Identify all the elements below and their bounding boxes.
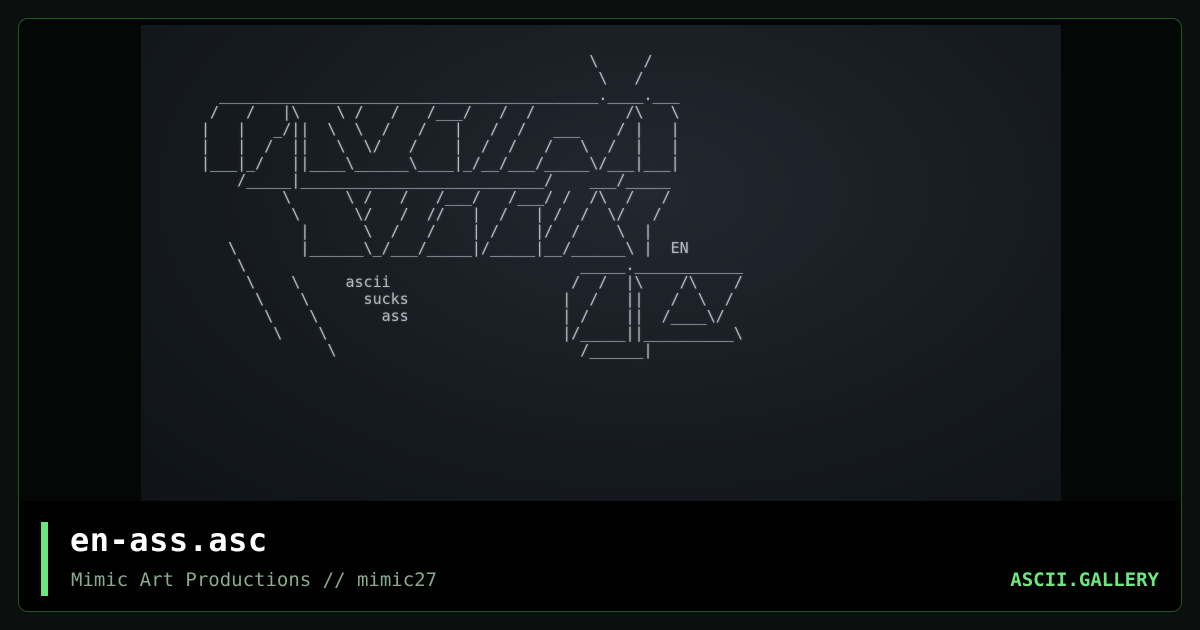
site-brand: ASCII.GALLERY <box>1010 569 1159 591</box>
ascii-art-preview: \ / \ / ________________________________… <box>141 25 1061 501</box>
artwork-author: Mimic Art Productions // mimic27 <box>71 569 438 591</box>
artwork-title: en-ass.asc <box>70 521 268 559</box>
ascii-art-text: \ / \ / ________________________________… <box>201 52 743 359</box>
accent-bar <box>41 522 48 596</box>
card-footer: en-ass.asc Mimic Art Productions // mimi… <box>19 501 1181 611</box>
artwork-card: \ / \ / ________________________________… <box>18 18 1182 612</box>
